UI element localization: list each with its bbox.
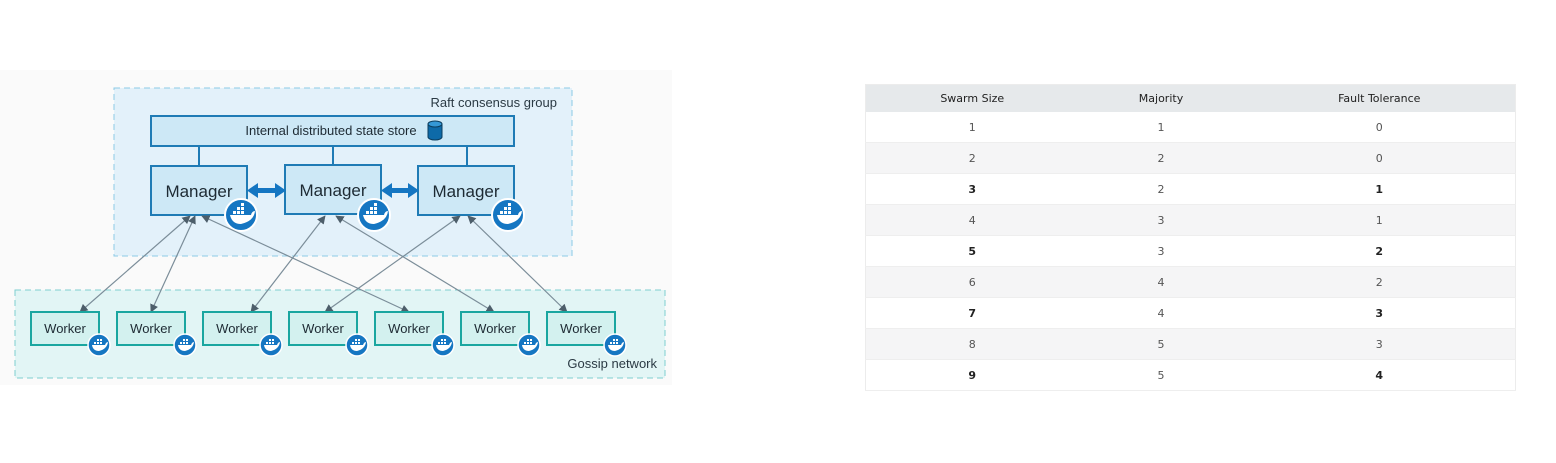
swarm-architecture-diagram: Raft consensus group Internal distribute… [0,70,672,385]
cell-fault-tolerance: 1 [1243,204,1516,236]
worker-node: Worker [116,311,197,357]
docker-whale-icon [224,198,258,232]
cell-majority: 5 [1078,328,1244,360]
docker-whale-icon [87,333,111,357]
fault-tolerance-table-panel: Swarm Size Majority Fault Tolerance 1 1 … [865,84,1516,391]
worker-node: Worker [374,311,455,357]
cell-fault-tolerance: 4 [1243,359,1516,391]
table-row: 7 4 3 [865,297,1516,329]
cell-swarm-size: 9 [865,359,1079,391]
worker-label: Worker [388,321,430,336]
cell-fault-tolerance: 3 [1243,328,1516,360]
cell-fault-tolerance: 0 [1243,142,1516,174]
docker-whale-icon [173,333,197,357]
cell-fault-tolerance: 1 [1243,173,1516,205]
docker-whale-icon [517,333,541,357]
worker-node: Worker [30,311,111,357]
cell-majority: 5 [1078,359,1244,391]
docker-whale-icon [357,198,391,232]
cell-fault-tolerance: 3 [1243,297,1516,329]
manager-link-arrow [247,183,286,198]
cell-swarm-size: 2 [865,142,1079,174]
cell-swarm-size: 8 [865,328,1079,360]
cell-fault-tolerance: 0 [1243,112,1516,143]
worker-label: Worker [44,321,86,336]
gossip-network-label: Gossip network [567,356,657,371]
state-store-label: Internal distributed state store [245,123,416,138]
worker-label: Worker [302,321,344,336]
manager-node: Manager [284,164,382,215]
header-swarm-size: Swarm Size [865,84,1079,112]
cell-fault-tolerance: 2 [1243,235,1516,267]
worker-node: Worker [546,311,627,357]
worker-node: Worker [288,311,369,357]
cell-fault-tolerance: 2 [1243,266,1516,298]
manager-label: Manager [432,182,499,201]
cell-majority: 2 [1078,142,1244,174]
table-row: 6 4 2 [865,266,1516,298]
table-row: 2 2 0 [865,142,1516,174]
state-store-box [150,115,515,147]
cell-majority: 1 [1078,112,1244,143]
header-majority: Majority [1078,84,1244,112]
table-row: 8 5 3 [865,328,1516,360]
table-row: 5 3 2 [865,235,1516,267]
table-row: 9 5 4 [865,359,1516,391]
database-icon [427,120,443,141]
table-header-row: Swarm Size Majority Fault Tolerance [865,84,1516,112]
cell-swarm-size: 5 [865,235,1079,267]
manager-link-arrow [381,183,419,198]
cell-majority: 3 [1078,235,1244,267]
cell-majority: 2 [1078,173,1244,205]
cell-swarm-size: 3 [865,173,1079,205]
cell-majority: 3 [1078,204,1244,236]
worker-node: Worker [202,311,283,357]
fault-tolerance-table: Swarm Size Majority Fault Tolerance 1 1 … [865,84,1516,391]
raft-consensus-label: Raft consensus group [431,95,557,110]
diagram-canvas: Raft consensus group Internal distribute… [14,87,666,379]
docker-whale-icon [491,198,525,232]
worker-node: Worker [460,311,541,357]
manager-worker-arrows [79,215,568,313]
worker-label: Worker [216,321,258,336]
table-row: 3 2 1 [865,173,1516,205]
cell-majority: 4 [1078,297,1244,329]
header-fault-tolerance: Fault Tolerance [1243,84,1516,112]
table-row: 4 3 1 [865,204,1516,236]
worker-label: Worker [560,321,602,336]
docker-whale-icon [345,333,369,357]
manager-label: Manager [165,182,232,201]
table-row: 1 1 0 [865,112,1516,143]
manager-label: Manager [299,181,366,200]
cell-swarm-size: 7 [865,297,1079,329]
cell-majority: 4 [1078,266,1244,298]
docker-whale-icon [603,333,627,357]
docker-whale-icon [431,333,455,357]
cell-swarm-size: 6 [865,266,1079,298]
cell-swarm-size: 4 [865,204,1079,236]
worker-label: Worker [474,321,516,336]
docker-whale-icon [259,333,283,357]
worker-label: Worker [130,321,172,336]
cell-swarm-size: 1 [865,112,1079,143]
